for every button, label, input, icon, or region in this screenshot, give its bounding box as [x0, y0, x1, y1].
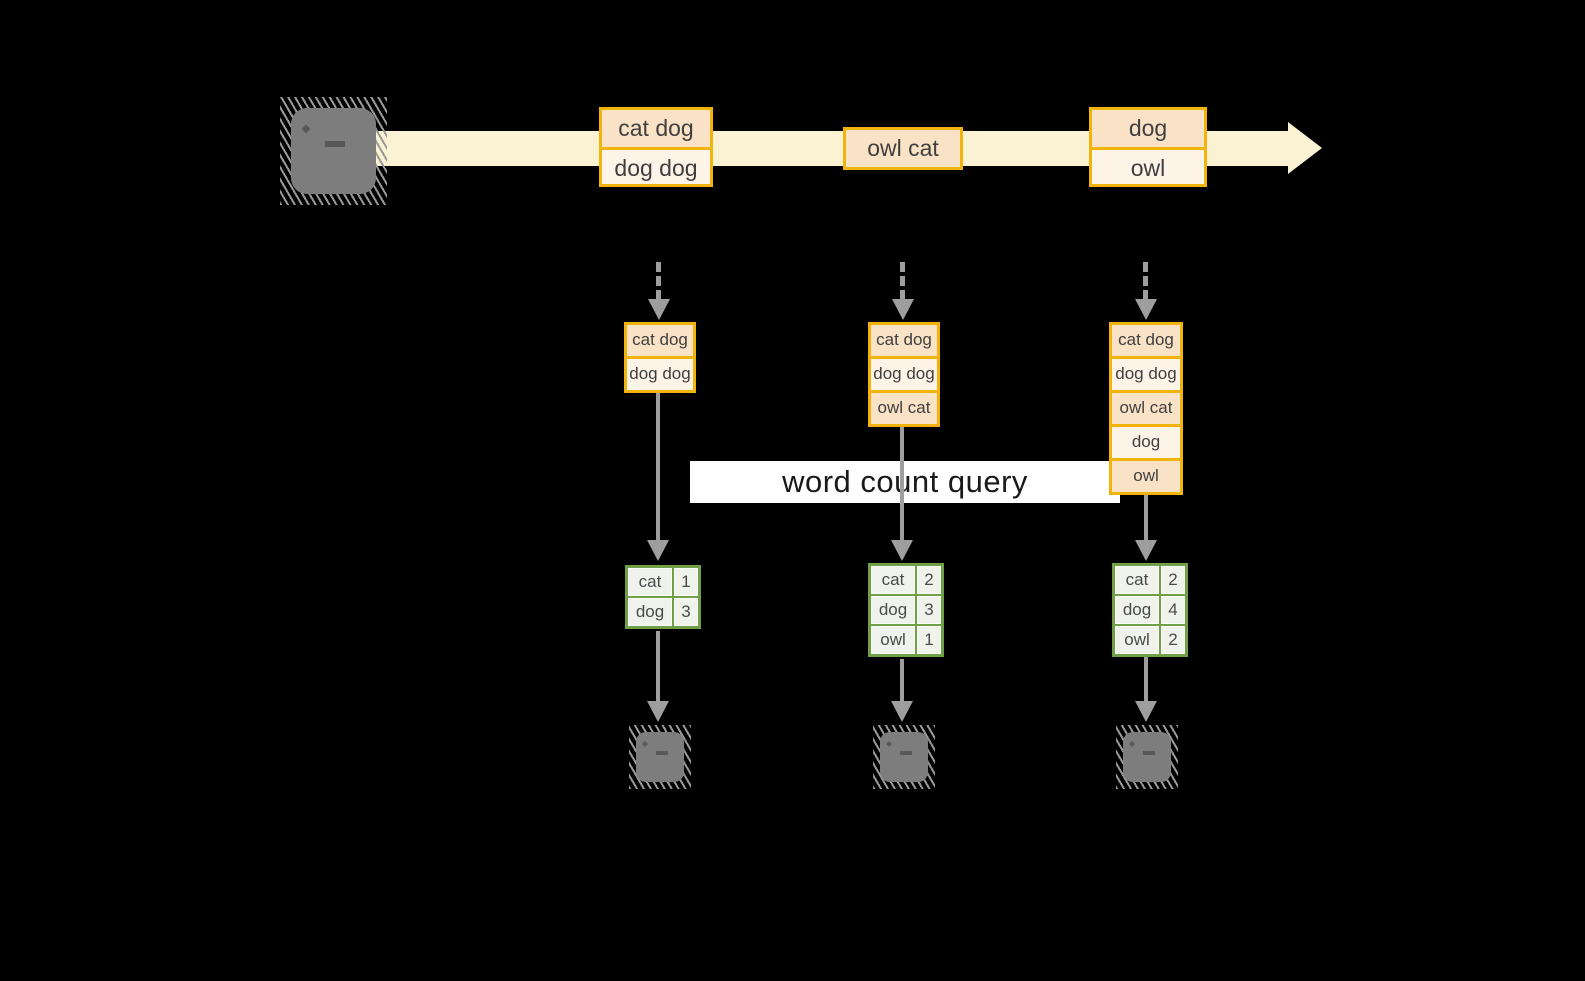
- count-cell: 3: [917, 596, 941, 624]
- event-label: dog dog: [602, 147, 710, 184]
- stream-event-box-2: owl cat: [843, 127, 963, 170]
- query-banner: word count query: [690, 461, 1120, 503]
- dashed-arrowhead-icon: [648, 299, 670, 320]
- output-arrowhead-icon: [647, 701, 669, 722]
- event-label: owl cat: [846, 130, 960, 167]
- buffer-row: cat dog: [871, 325, 937, 356]
- event-label: dog: [1092, 110, 1204, 147]
- output-arrowhead-icon: [891, 701, 913, 722]
- word-cell: cat: [871, 566, 915, 594]
- terminal-screen: [880, 732, 928, 782]
- buffer-row: owl: [1112, 458, 1180, 492]
- prompt-chevron-icon: [642, 741, 648, 747]
- count-cell: 2: [1161, 566, 1185, 594]
- query-banner-label: word count query: [782, 464, 1028, 499]
- buffer-row: cat dog: [627, 325, 693, 356]
- terminal-screen: [291, 108, 376, 194]
- word-cell: cat: [1115, 566, 1159, 594]
- buffer-row: dog: [1112, 424, 1180, 458]
- flow-arrowhead-icon: [1135, 540, 1157, 561]
- buffer-row: dog dog: [871, 356, 937, 390]
- output-arrow: [656, 631, 660, 702]
- sink-terminal-icon: [873, 725, 935, 789]
- flow-arrow: [656, 385, 660, 542]
- dashed-arrowhead-icon: [1135, 299, 1157, 320]
- event-label: cat dog: [602, 110, 710, 147]
- buffer-box-2: cat dog dog dog owl cat: [868, 322, 940, 427]
- prompt-underscore-icon: [325, 141, 345, 147]
- prompt-underscore-icon: [656, 751, 668, 755]
- source-terminal-icon: [280, 97, 387, 205]
- buffer-row: cat dog: [1112, 325, 1180, 356]
- word-cell: owl: [871, 626, 915, 654]
- terminal-screen: [636, 732, 684, 782]
- count-table-3: cat 2 dog 4 owl 2: [1112, 563, 1188, 657]
- buffer-row: owl cat: [1112, 390, 1180, 424]
- output-arrowhead-icon: [1135, 701, 1157, 722]
- dashed-arrow: [656, 262, 661, 300]
- word-cell: dog: [871, 596, 915, 624]
- event-label: owl: [1092, 147, 1204, 184]
- word-cell: dog: [1115, 596, 1159, 624]
- prompt-underscore-icon: [1143, 751, 1155, 755]
- prompt-chevron-icon: [886, 741, 892, 747]
- buffer-box-3: cat dog dog dog owl cat dog owl: [1109, 322, 1183, 495]
- buffer-row: dog dog: [1112, 356, 1180, 390]
- dashed-arrowhead-icon: [892, 299, 914, 320]
- prompt-chevron-icon: [1129, 741, 1135, 747]
- count-cell: 1: [674, 568, 698, 596]
- sink-terminal-icon: [1116, 725, 1178, 789]
- stream-event-box-1: cat dog dog dog: [599, 107, 713, 187]
- sink-terminal-icon: [629, 725, 691, 789]
- word-cell: dog: [628, 598, 672, 626]
- count-cell: 2: [917, 566, 941, 594]
- terminal-screen: [1123, 732, 1171, 782]
- dashed-arrow: [900, 262, 905, 300]
- count-cell: 3: [674, 598, 698, 626]
- prompt-chevron-icon: [301, 124, 311, 134]
- stream-arrowhead-icon: [1288, 122, 1322, 174]
- buffer-row: owl cat: [871, 390, 937, 424]
- prompt-underscore-icon: [900, 751, 912, 755]
- flow-arrowhead-icon: [891, 540, 913, 561]
- buffer-box-1: cat dog dog dog: [624, 322, 696, 393]
- dashed-arrow: [1143, 262, 1148, 300]
- output-arrow: [1144, 657, 1148, 702]
- count-cell: 1: [917, 626, 941, 654]
- word-cell: cat: [628, 568, 672, 596]
- flow-arrow: [900, 415, 904, 542]
- count-table-1: cat 1 dog 3: [625, 565, 701, 629]
- output-arrow: [900, 659, 904, 702]
- count-table-2: cat 2 dog 3 owl 1: [868, 563, 944, 657]
- buffer-row: dog dog: [627, 356, 693, 390]
- flow-arrow: [1144, 476, 1148, 542]
- word-cell: owl: [1115, 626, 1159, 654]
- flow-arrowhead-icon: [647, 540, 669, 561]
- stream-event-box-3: dog owl: [1089, 107, 1207, 187]
- count-cell: 4: [1161, 596, 1185, 624]
- count-cell: 2: [1161, 626, 1185, 654]
